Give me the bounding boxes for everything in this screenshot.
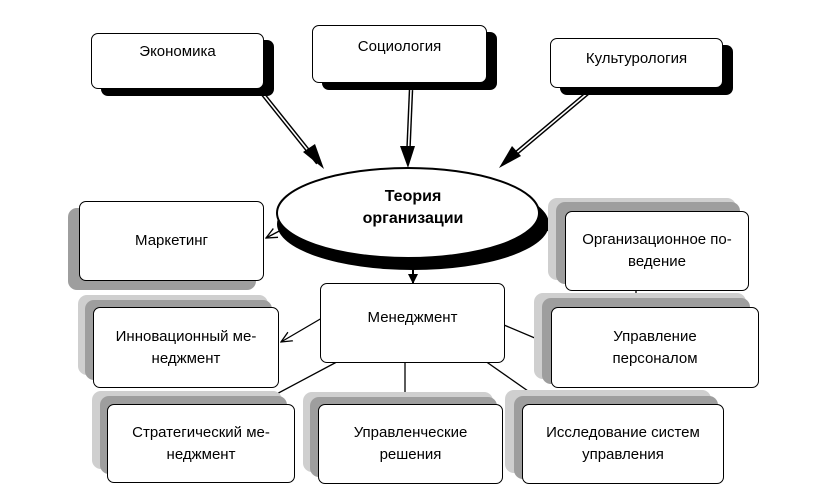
node-innovation-line2: неджмент xyxy=(151,349,221,367)
node-personnel-label: Управление персоналом xyxy=(604,326,705,370)
node-org-behavior-line1: Организационное по- xyxy=(582,231,732,248)
node-personnel-line2: персоналом xyxy=(612,349,698,367)
node-strategic-line2: неджмент xyxy=(166,445,236,463)
node-strategic: Стратегический ме- неджмент xyxy=(107,404,295,483)
node-decisions-line1: Управленческие xyxy=(353,424,468,441)
center-label: Теория организации xyxy=(328,186,498,230)
node-sociology-label: Социология xyxy=(357,37,442,55)
center-ellipse xyxy=(276,167,540,259)
node-strategic-line1: Стратегический ме- xyxy=(132,423,270,441)
node-sociology: Социология xyxy=(312,25,487,83)
node-management-label: Менеджмент xyxy=(367,308,458,326)
node-systems-line2: управления xyxy=(582,446,664,463)
node-innovation: Инновационный ме- неджмент xyxy=(93,307,279,388)
node-strategic-label: Стратегический ме- неджмент xyxy=(124,422,278,466)
arrow-economics-to-center xyxy=(256,86,324,169)
node-org-behavior-label: Организационное по- ведение xyxy=(574,229,740,273)
node-marketing: Маркетинг xyxy=(79,201,264,281)
node-systems-line1: Исследование систем xyxy=(546,424,700,441)
node-marketing-label: Маркетинг xyxy=(135,232,208,249)
arrow-sociology-to-center xyxy=(400,89,415,168)
node-decisions: Управленческие решения xyxy=(318,404,503,484)
node-management: Менеджмент xyxy=(320,283,505,363)
node-decisions-label: Управленческие решения xyxy=(346,422,476,466)
arrow-culturology-to-center xyxy=(499,84,598,168)
node-org-behavior: Организационное по- ведение xyxy=(565,211,749,291)
node-org-behavior-line2: ведение xyxy=(628,253,686,270)
arrow-management-to-innovation xyxy=(281,317,323,342)
node-systems: Исследование систем управления xyxy=(522,404,724,484)
center-label-line2: организации xyxy=(362,210,464,227)
node-personnel: Управление персоналом xyxy=(551,307,759,388)
node-systems-label: Исследование систем управления xyxy=(538,422,708,466)
node-innovation-label: Инновационный ме- неджмент xyxy=(108,326,265,370)
arrow-center-to-marketing xyxy=(266,227,286,238)
node-culturology: Культурология xyxy=(550,38,723,88)
node-economics: Экономика xyxy=(91,33,264,89)
node-decisions-line2: решения xyxy=(379,446,442,463)
node-culturology-label: Культурология xyxy=(585,50,688,67)
center-label-line1: Теория xyxy=(384,188,442,205)
node-personnel-line1: Управление xyxy=(613,327,697,345)
node-economics-label: Экономика xyxy=(139,43,216,60)
node-innovation-line1: Инновационный ме- xyxy=(115,327,257,345)
